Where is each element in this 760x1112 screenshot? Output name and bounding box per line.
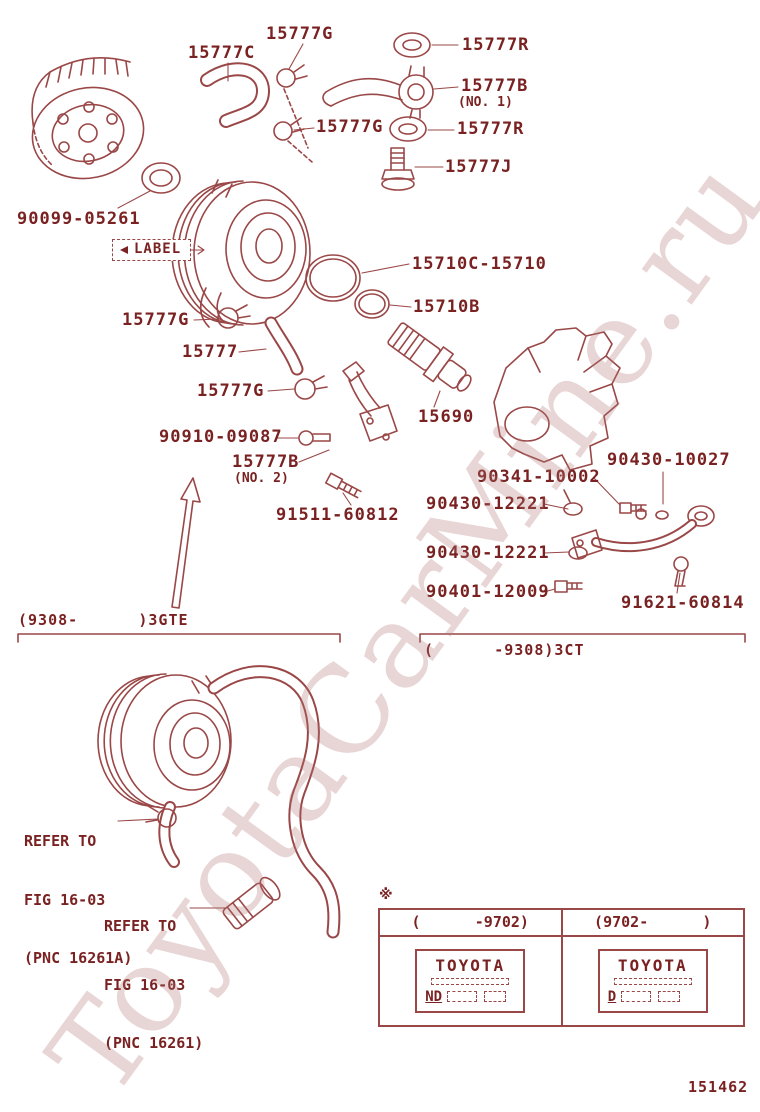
callout-90430-12221-a: 90430-12221 [426,494,550,514]
refer-note-b-line3: (PNC 16261) [104,1034,204,1052]
brand-dash-col1 [431,977,510,985]
callout-15710B: 15710B [413,297,481,317]
callout-90401-12009: 90401-12009 [426,582,550,602]
callout-15777J: 15777J [445,157,513,177]
figure-number: 151462 [688,1078,749,1096]
callout-15777C: 15777C [188,43,256,63]
applicability-table: ( -9702) (9702- ) TOYOTA ND TOYOTA [378,908,745,1027]
pointer-arrow [171,477,201,609]
code-row-col2: D [608,990,698,1004]
clamp-drawings-top [273,64,313,163]
refer-note-b-line2: FIG 16-03 [104,975,186,994]
table-body-row: TOYOTA ND TOYOTA D [380,937,743,1025]
brand-box-d: TOYOTA D [597,949,708,1013]
hose-c-drawing [200,62,270,128]
dash-field-icon [658,991,681,1003]
callout-90430-10027: 90430-10027 [607,450,731,470]
table-header-col1: ( -9702) [411,913,529,931]
group-label-3ct: ( -9308)3CT [424,641,585,659]
dash-field-icon [484,991,507,1003]
bottom-cooler-drawing [97,665,341,939]
callout-15777G-left: 15777G [122,310,190,330]
code-row-col1: ND [425,990,515,1004]
callout-90910-09087: 90910-09087 [159,427,283,447]
callout-15777R-top: 15777R [462,35,530,55]
bracket-gte [17,633,341,643]
clamp-drawings-mid [217,304,328,400]
bracket-ct [419,633,746,643]
callout-90341-10002: 90341-10002 [477,467,601,487]
oring-drawings [305,254,390,319]
group-label-3gte: (9308- )3GTE [18,611,189,629]
label-tag-box: LABEL [112,239,192,262]
callout-15777G-top: 15777G [266,24,334,44]
refer-note-a: REFER TO FIG 16-03 (PNC 16261A) [24,793,132,1008]
seal-drawing [141,162,181,194]
oil-cooler-drawing [171,179,311,328]
relief-valve-drawing [387,322,472,392]
table-cell-col1: TOYOTA ND [380,937,561,1025]
refer-note-b-line1: REFER TO [104,917,177,935]
brand-code-col1: ND [425,988,443,1005]
dash-field-icon [621,991,652,1003]
callout-15710C-15710: 15710C-15710 [412,254,547,274]
brand-box-nd: TOYOTA ND [415,949,526,1013]
brand-code-col2: D [607,988,617,1005]
hose-drawing [264,316,304,376]
stud-bolt-drawing [298,430,331,446]
table-header-row: ( -9702) (9702- ) [380,910,743,937]
bolt-91511-drawing [324,472,362,499]
callout-15777: 15777 [182,342,239,362]
brand-name-col2: TOYOTA [617,956,688,976]
callout-15777B-no2-sub: (NO. 2) [234,471,289,486]
refer-note-a-line3: (PNC 16261A) [24,949,133,967]
brand-dash-col2 [613,977,692,985]
label-arrow-icon [120,245,128,254]
table-cell-col2: TOYOTA D [560,937,744,1025]
callout-15777G-lower: 15777G [197,381,265,401]
callout-91511-60812: 91511-60812 [276,505,400,525]
callout-15777B-no1-sub: (NO. 1) [458,95,513,110]
refer-note-b: REFER TO FIG 16-03 (PNC 16261) [104,878,203,1093]
dash-field-icon [447,991,478,1003]
brand-name-col1: TOYOTA [435,956,506,976]
callout-15690: 15690 [418,407,475,427]
callout-15777B-no2: 15777B [232,452,300,472]
casting-drawing [493,327,621,471]
water-bypass-pipe-drawing [554,489,715,593]
callout-90099-05261: 90099-05261 [17,209,141,229]
oil-filter-drawing [31,57,145,180]
label-tag-text: LABEL [134,241,182,257]
union-bolt-drawing [381,147,415,191]
refer-note-a-line2: FIG 16-03 [24,890,106,909]
callout-15777G-mid: 15777G [316,117,384,137]
callout-15777R-mid: 15777R [457,119,525,139]
table-header-col2: (9702- ) [560,910,744,935]
water-pipe-drawing [342,361,398,442]
union-pipe-drawing [322,65,434,119]
callout-15777B-no1: 15777B [461,76,529,96]
refer-note-a-line1: REFER TO [24,832,97,850]
callout-90430-12221-b: 90430-12221 [426,543,550,563]
leader-lines [117,43,681,909]
washer-drawings [389,32,431,142]
callout-91621-60814: 91621-60814 [621,593,745,613]
note-mark: ※ [379,887,393,903]
